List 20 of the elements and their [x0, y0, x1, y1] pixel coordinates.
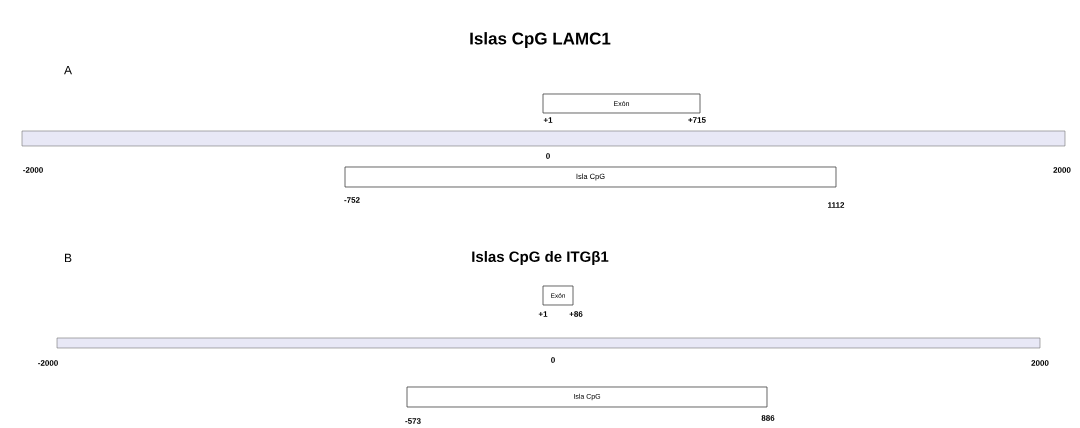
sequence-bar [56, 337, 1041, 349]
position-label: +1 [543, 117, 553, 123]
position-label: 0 [551, 357, 555, 363]
position-label: -752 [344, 197, 360, 203]
panel-letter: B [65, 253, 72, 263]
position-label: 0 [546, 153, 550, 159]
position-label: 2000 [1053, 167, 1071, 173]
position-label: -573 [405, 418, 421, 424]
position-label: +86 [569, 311, 583, 317]
position-label: 2000 [1031, 360, 1049, 366]
position-label: +715 [688, 117, 706, 123]
position-label: +1 [538, 311, 548, 317]
title: Islas CpG LAMC1 [470, 32, 611, 48]
position-label: -2000 [38, 360, 58, 366]
panel-heading: Islas CpG de ITGβ1 [472, 251, 609, 265]
position-label: 1112 [828, 202, 845, 208]
position-label: 886 [761, 415, 775, 421]
position-label: -2000 [23, 167, 43, 173]
sequence-bar [21, 130, 1066, 147]
panel-letter: A [64, 65, 72, 75]
